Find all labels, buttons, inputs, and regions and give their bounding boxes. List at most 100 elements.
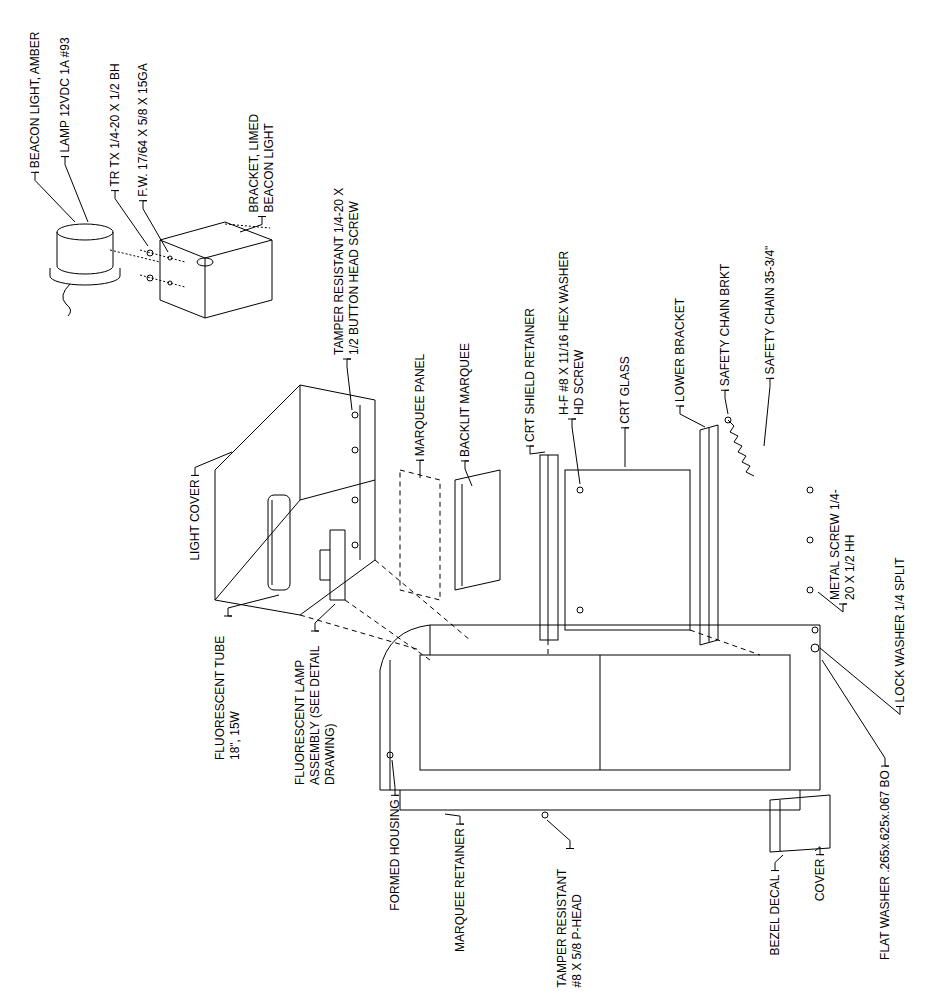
drawing-line: [63, 284, 71, 316]
drawing-line: [807, 537, 813, 543]
drawing-line: [709, 428, 710, 642]
part-label: SAFETY CHAIN BRKT: [718, 264, 733, 386]
leader-line: [526, 446, 545, 454]
drawing-line: [770, 795, 830, 852]
leader-line: [111, 191, 148, 246]
leader-line: [547, 820, 574, 849]
part-label: CRT GLASS: [618, 356, 633, 424]
leader-line: [391, 760, 399, 795]
drawing-line: [320, 530, 345, 600]
drawing-line: [811, 644, 819, 652]
drawing-line: [577, 487, 583, 493]
drawing-line: [225, 224, 270, 228]
leader-line: [676, 406, 705, 427]
drawing-line: [728, 420, 754, 476]
drawing-line: [110, 250, 160, 262]
part-label: H-F #8 X 11/16 HEX WASHER HD SCREW: [557, 245, 587, 415]
drawing-line: [387, 752, 393, 758]
part-label: FLUORESCENT LAMP ASSEMBLY (SEE DETAIL DR…: [293, 635, 338, 785]
part-label: TAMPER RESISTANT 1/4-20 X 1/2 BUTTON HEA…: [332, 185, 362, 355]
drawing-line: [375, 560, 470, 640]
part-label: BEZEL DECAL: [768, 875, 783, 956]
leader-line: [445, 814, 464, 824]
drawing-line: [565, 470, 690, 630]
leader-line: [721, 390, 729, 414]
drawing-line: [268, 495, 290, 590]
drawing-line: [205, 258, 206, 318]
drawing-line: [50, 268, 120, 285]
drawing-line: [542, 812, 548, 818]
drawing-line: [168, 281, 172, 285]
drawing-line: [57, 232, 113, 274]
drawing-line: [300, 560, 470, 660]
drawing-line: [430, 625, 431, 655]
drawing-line: [400, 470, 440, 600]
drawing-line: [548, 630, 760, 655]
leader-line: [61, 157, 88, 222]
part-label: FLUORESCENT TUBE 18", 15W: [213, 620, 243, 760]
drawing-line: [725, 417, 731, 423]
drawing-line: [147, 275, 153, 281]
drawing-line: [215, 385, 375, 615]
drawing-line: [57, 224, 113, 240]
drawing-line: [812, 627, 818, 633]
leader-line: [568, 419, 580, 484]
part-label: SAFETY CHAIN 35-3/4": [763, 246, 778, 375]
drawing-line: [160, 222, 272, 318]
drawing-line: [140, 275, 185, 287]
part-label: LIGHT COVER: [188, 479, 203, 560]
drawing-line: [300, 385, 375, 500]
drawing-line: [140, 250, 185, 262]
drawing-line: [110, 224, 270, 287]
drawing-line: [800, 790, 801, 810]
drawing-line: [700, 425, 718, 645]
leader-line: [311, 604, 335, 631]
drawing-line: [380, 625, 820, 790]
leader-line: [224, 595, 279, 616]
exploded-view: [50, 222, 830, 852]
drawing-line: [352, 542, 358, 548]
drawing-line: [352, 447, 358, 453]
leader-line: [343, 359, 352, 410]
part-label: LOWER BRACKET: [673, 298, 688, 402]
part-label: TR TX 1/4-20 X 1/2 BH: [108, 63, 123, 186]
drawing-line: [197, 258, 213, 266]
leader-line: [31, 172, 75, 222]
leader-line: [139, 201, 168, 252]
part-label: TAMPER RESISTANT #8 X 5/8 P-HEAD: [555, 853, 585, 988]
leader-line: [191, 452, 232, 475]
drawing-line: [160, 240, 272, 258]
part-label: MARQUEE PANEL: [413, 354, 428, 456]
leader-line: [822, 660, 889, 766]
leader-line: [764, 378, 774, 446]
drawing-line: [807, 487, 813, 493]
part-label: BRACKET, LIMED BEACON LIGHT: [247, 88, 277, 213]
drawing-line: [390, 660, 391, 790]
leader-line: [820, 648, 904, 714]
leader-line: [461, 461, 472, 486]
drawing-line: [577, 607, 583, 613]
part-label: LOCK WASHER 1/4 SPLIT: [893, 558, 908, 703]
part-label: BEACON LIGHT, AMBER: [28, 32, 43, 169]
drawing-line: [780, 800, 781, 851]
drawing-line: [215, 500, 300, 600]
part-label: LAMP 12VDC 1A #93: [58, 37, 73, 152]
part-label: F.W. 17/64 X 5/8 X 15GA: [136, 63, 151, 196]
leader-line: [815, 847, 824, 855]
drawing-line: [455, 470, 500, 590]
drawing-line: [807, 587, 813, 593]
drawing-line: [272, 500, 273, 585]
leader-line: [240, 217, 266, 233]
part-label: FORMED HOUSING: [388, 799, 403, 910]
drawing-line: [352, 497, 358, 503]
drawing-line: [548, 640, 549, 655]
drawing-line: [600, 655, 601, 770]
part-label: CRT SHIELD RETAINER: [523, 308, 538, 442]
drawing-line: [352, 412, 358, 418]
drawing-line: [147, 250, 153, 256]
drawing-line: [548, 455, 549, 640]
part-label: METAL SCREW 1/4-20 X 1/2 HH: [828, 480, 858, 600]
leader-line: [771, 855, 783, 871]
part-label: FLAT WASHER .265x.625x.067 BO: [878, 770, 893, 960]
drawing-line: [360, 405, 361, 560]
